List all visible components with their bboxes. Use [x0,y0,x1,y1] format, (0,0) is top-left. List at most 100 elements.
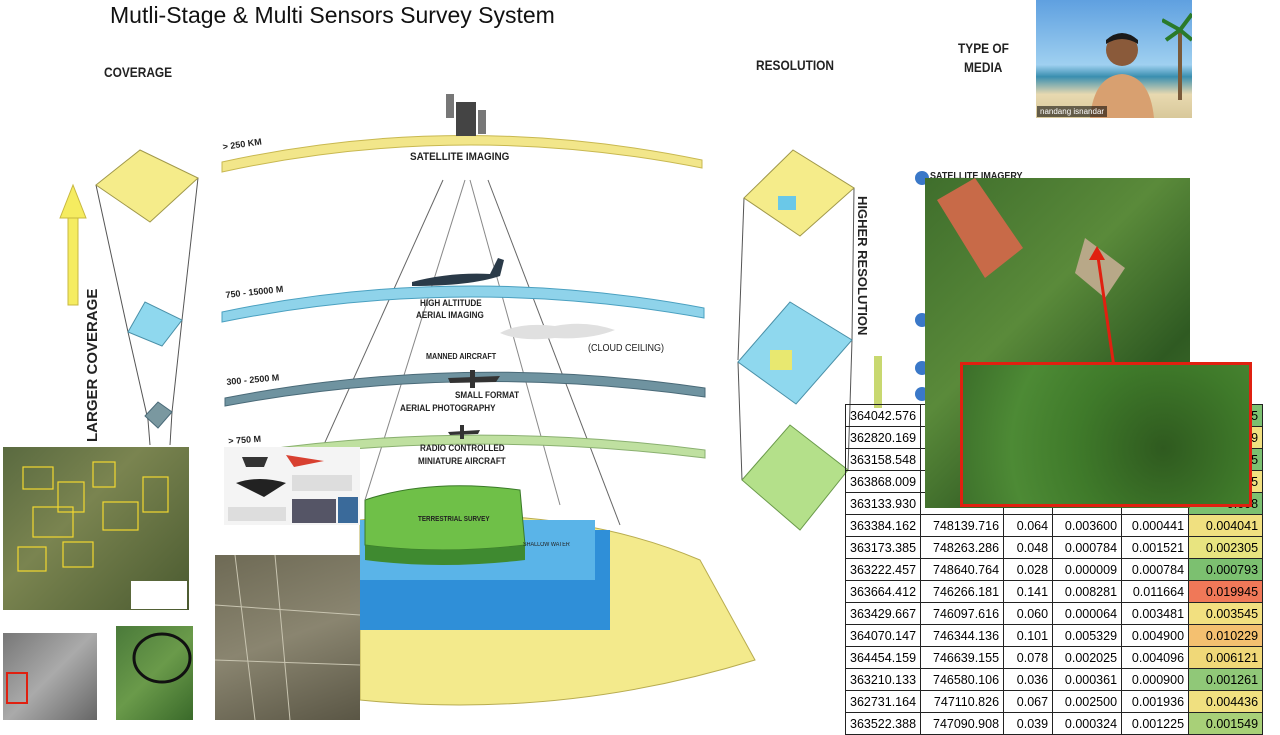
survey-diagram [59,94,929,706]
table-cell: 0.002025 [1052,646,1123,669]
table-cell: 746344.136 [920,624,1005,647]
table-cell: 0.101 [1003,624,1054,647]
table-cell: 748640.764 [920,558,1005,581]
table-cell: 0.028 [1003,558,1054,581]
island-edge [365,545,525,565]
table-cell: 362731.164 [844,690,922,713]
table-cell: 0.000784 [1121,558,1190,581]
small-format-label: SMALL FORMAT [455,390,520,400]
table-cell: 0.004041 [1188,514,1264,537]
table-cell: 747110.826 [920,690,1005,713]
table-cell: 0.078 [1003,646,1054,669]
table-cell: 746097.616 [920,602,1005,625]
table-cell: 0.003600 [1052,514,1123,537]
table-cell: 0.004900 [1121,624,1190,647]
rc-label-2: MINIATURE AIRCRAFT [418,456,506,466]
type-of-media-header-line1: TYPE OF [958,40,1009,56]
resolution-stack [737,149,855,531]
high-altitude-label-2: AERIAL IMAGING [416,310,484,320]
larger-coverage-arrow [59,183,87,306]
high-altitude-label-1: HIGH ALTITUDE [420,298,482,308]
table-cell: 0.002305 [1188,536,1264,559]
satellite-icon [446,94,486,136]
table-cell: 0.048 [1003,536,1054,559]
table-cell: 748263.286 [920,536,1005,559]
table-cell: 0.000793 [1188,558,1264,581]
aerial-photography-label: AERIAL PHOTOGRAPHY [400,403,496,413]
table-cell: 363158.548 [844,448,922,471]
coverage-stack [95,149,199,446]
table-cell: 0.001261 [1188,668,1264,691]
table-cell: 747090.908 [920,712,1005,735]
table-cell: 0.001549 [1188,712,1264,735]
table-cell: 363384.162 [844,514,922,537]
high-altitude-band [221,285,705,323]
village-map-image [3,447,189,610]
field-aerial-image [215,555,360,720]
jet-icon [412,258,504,286]
table-cell: 0.004436 [1188,690,1264,713]
table-cell: 364070.147 [844,624,922,647]
table-cell: 363173.385 [844,536,922,559]
table-cell: 0.004096 [1121,646,1190,669]
table-cell: 0.010229 [1188,624,1264,647]
table-cell: 0.060 [1003,602,1054,625]
participant-avatar [1090,33,1154,118]
higher-resolution-bar [874,356,882,408]
table-cell: 0.000441 [1121,514,1190,537]
table-cell: 746266.181 [920,580,1005,603]
table-cell: 748139.716 [920,514,1005,537]
palm-tree-icon [1162,12,1192,100]
video-thumbnail[interactable]: nandang isnandar [1036,0,1192,118]
resolution-header: RESOLUTION [756,57,835,73]
slide-title: Mutli-Stage & Multi Sensors Survey Syste… [110,2,555,28]
table-cell: 0.001936 [1121,690,1190,713]
table-cell: 0.003481 [1121,602,1190,625]
higher-resolution-label: HIGHER RESOLUTION [855,196,870,336]
table-cell: 362820.169 [844,426,922,449]
small-plane-icon [448,370,500,388]
circle-highlight-image [116,626,193,720]
table-cell: 364042.576 [844,404,922,427]
grayscale-aerial-image [3,633,97,720]
table-cell: 0.001521 [1121,536,1190,559]
table-cell: 0.036 [1003,668,1054,691]
terrestrial-survey-label: TERRESTRIAL SURVEY [418,516,490,523]
detail-zoom-box [960,362,1252,507]
table-cell: 364454.159 [844,646,922,669]
table-cell: 0.000784 [1052,536,1123,559]
table-cell: 0.003545 [1188,602,1264,625]
satellite-band [221,135,703,173]
satellite-imaging-label: SATELLITE IMAGING [410,151,510,163]
table-cell: 363222.457 [844,558,922,581]
table-cell: 746580.106 [920,668,1005,691]
shallow-water-label: SHALLOW WATER [523,542,570,548]
table-cell: 0.000064 [1052,602,1123,625]
table-cell: 0.000900 [1121,668,1190,691]
participant-name: nandang isnandar [1037,106,1108,117]
table-cell: 363522.388 [844,712,922,735]
rc-aircraft-band [227,434,706,464]
table-cell: 0.039 [1003,712,1054,735]
table-cell: 0.000009 [1052,558,1123,581]
drone-collage-image [224,447,360,525]
table-cell: 0.141 [1003,580,1054,603]
table-cell: 0.005329 [1052,624,1123,647]
table-cell: 363133.930 [844,492,922,515]
table-cell: 363429.667 [844,602,922,625]
table-cell: 0.006121 [1188,646,1264,669]
table-cell: 0.008281 [1052,580,1123,603]
table-cell: 363210.133 [844,668,922,691]
larger-coverage-label: LARGER COVERAGE [84,288,101,442]
table-cell: 363868.009 [844,470,922,493]
rc-label-1: RADIO CONTROLLED [420,443,505,453]
media-item-label: SATELLITE IMAGERY [930,171,1023,182]
